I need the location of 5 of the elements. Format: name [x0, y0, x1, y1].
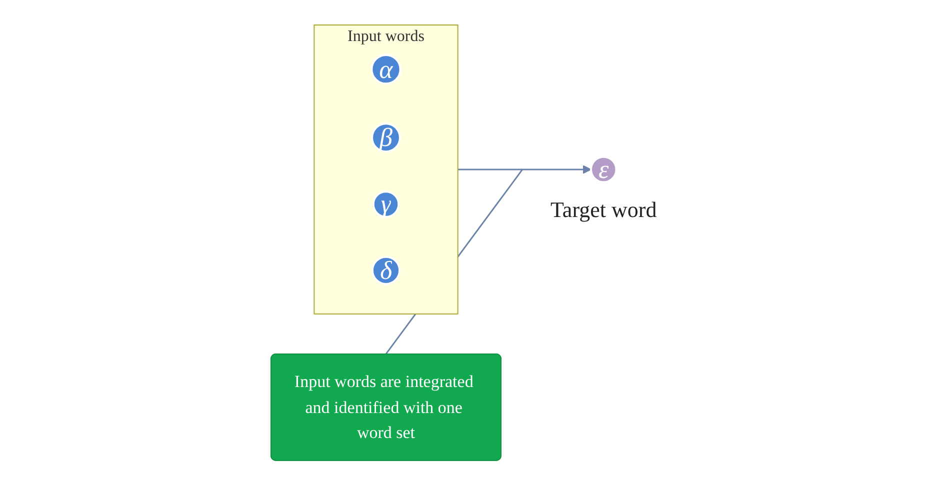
node-circle: α	[370, 54, 402, 85]
arrow	[458, 165, 592, 174]
node-caption: Target word	[550, 197, 657, 222]
node-circle: ε	[590, 156, 618, 184]
node-circle: δ	[372, 256, 401, 286]
